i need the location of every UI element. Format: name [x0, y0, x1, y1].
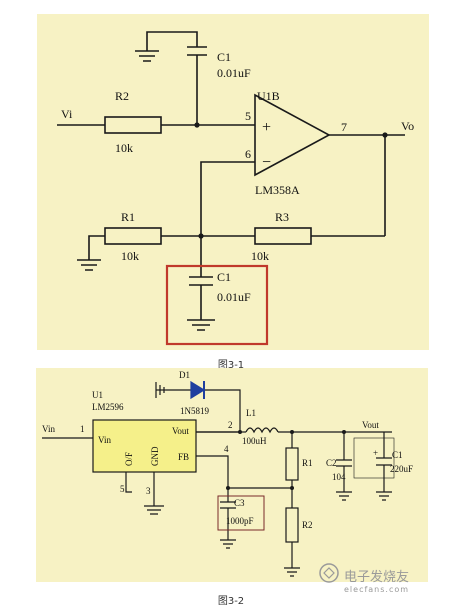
d1-label: D1 — [179, 370, 190, 380]
r2-label: R2 — [115, 89, 129, 103]
ground-symbol-r2 — [284, 567, 300, 577]
pin7-label: 7 — [341, 120, 347, 134]
c1-bottom-value: 0.01uF — [217, 290, 251, 304]
ground-symbol-c1 — [376, 491, 392, 501]
c1-bottom-label: C1 — [217, 270, 231, 284]
opamp-triangle — [254, 93, 331, 177]
junction-fb — [290, 486, 294, 490]
wire-pin6 — [200, 161, 255, 236]
watermark-logo-icon — [319, 563, 339, 583]
l1-value: 100uH — [242, 436, 267, 446]
watermark-site: elecfans.com — [344, 585, 410, 594]
pin4-label: 4 — [224, 444, 229, 454]
junction-r1 — [290, 430, 294, 434]
pin5-label: 5 — [245, 109, 251, 123]
u1-label: U1 — [92, 390, 103, 400]
inductor-l1 — [245, 427, 279, 434]
junction-mid — [198, 233, 204, 239]
figure-2-background — [36, 368, 428, 582]
c2-label: C2 — [326, 458, 337, 468]
c3-label: C3 — [234, 498, 245, 508]
r1-label: R1 — [121, 210, 135, 224]
watermark-text: 电子发烧友 — [344, 570, 410, 585]
plus-sign: + — [262, 119, 271, 136]
diode-d1 — [190, 380, 206, 400]
chip-lm2596 — [92, 419, 197, 473]
junction-c2 — [342, 430, 346, 434]
c1-plus: + — [373, 448, 378, 458]
l1-label: L1 — [246, 408, 256, 418]
r3-label: R3 — [275, 210, 289, 224]
ground-symbol-c3 — [220, 539, 236, 549]
c3-box — [217, 495, 265, 531]
u1b-label: U1B — [257, 89, 280, 103]
highlight-box — [165, 264, 269, 346]
ground-symbol-chip — [144, 505, 164, 515]
c1-label: C1 — [392, 450, 403, 460]
junction-pin5 — [194, 122, 200, 128]
c2-value: 104 — [332, 472, 346, 482]
chip-fb: FB — [178, 452, 189, 462]
figure-1-filter-circuit: C1 0.01uF R2 10k Vi U1B 5 6 7 + − Vo LM3… — [37, 14, 429, 350]
wire-r1-ground — [88, 235, 105, 260]
junction-output — [382, 132, 388, 138]
wire-fb — [196, 455, 292, 489]
pin2-label: 2 — [228, 420, 233, 430]
opamp-part: LM358A — [255, 183, 300, 197]
ground-symbol-top — [135, 50, 159, 62]
vin-label: Vin — [42, 424, 55, 434]
chip-of: O/F — [124, 452, 134, 466]
c3-value: 1000pF — [226, 516, 254, 526]
vout-label: Vout — [362, 420, 379, 430]
r3-value: 10k — [251, 249, 269, 263]
figure-2-caption: 图3-2 — [217, 596, 245, 607]
figure-1-background — [37, 14, 429, 350]
watermark: 电子发烧友 elecfans.com — [344, 566, 409, 594]
chip-vout: Vout — [172, 426, 189, 436]
c1-top-label: C1 — [217, 50, 231, 64]
pin3-label: 3 — [146, 486, 151, 496]
c1-box — [353, 437, 395, 479]
ground-symbol-bottom — [187, 319, 215, 331]
r1-label: R1 — [302, 458, 313, 468]
figure-1-caption: 图3-1 — [217, 360, 245, 371]
vo-label: Vo — [401, 119, 414, 133]
pin5-label: 5 — [120, 484, 125, 494]
d1-part: 1N5819 — [180, 406, 209, 416]
junction-c3 — [226, 486, 230, 490]
minus-sign: − — [262, 154, 271, 171]
vi-label: Vi — [61, 107, 73, 121]
u1-part: LM2596 — [92, 402, 124, 412]
wire-diode-right — [204, 389, 241, 432]
chip-gnd: GND — [150, 446, 160, 466]
figure-2-buck-converter: D1 1N5819 U1 LM2596 Vin 1 Vin O/F GND Vo… — [36, 368, 428, 582]
r2-value: 10k — [115, 141, 133, 155]
r2-label: R2 — [302, 520, 313, 530]
c1-top-value: 0.01uF — [217, 66, 251, 80]
pin1-label: 1 — [80, 424, 85, 434]
ground-symbol-left — [77, 259, 101, 271]
chip-vin: Vin — [98, 435, 111, 445]
ground-symbol-c2 — [336, 491, 352, 501]
pin6-label: 6 — [245, 147, 251, 161]
c1-value: 220uF — [390, 464, 413, 474]
wire-c1-top-ground — [146, 31, 198, 51]
r1-value: 10k — [121, 249, 139, 263]
junction-sw — [238, 430, 242, 434]
wire-pin5 — [125, 472, 132, 493]
